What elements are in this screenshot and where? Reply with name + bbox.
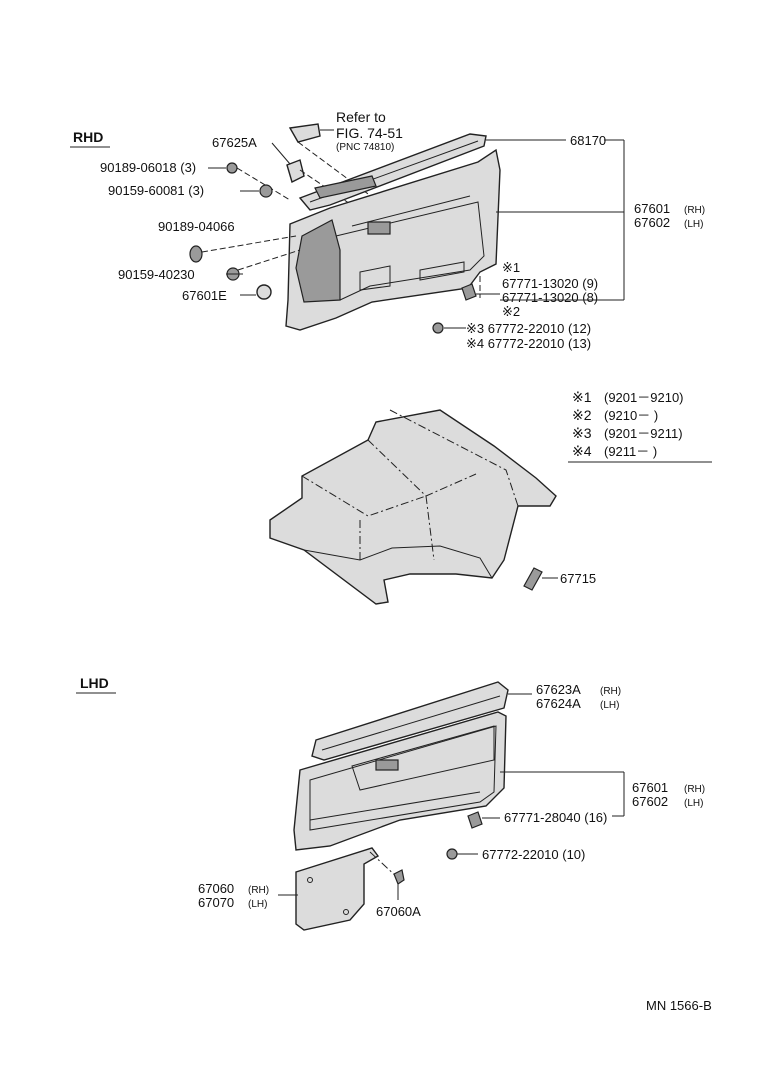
note-mark-2: ※2 — [502, 304, 520, 319]
label-68170: 68170 — [570, 133, 606, 148]
label-90189-06018: 90189-06018 (3) — [100, 160, 196, 175]
part-67772-22010-rhd — [432, 322, 444, 334]
label-67771-13020-8: 67771-13020 (8) — [502, 290, 598, 305]
label-67060A: 67060A — [376, 904, 421, 919]
label-67060-side: (RH) — [248, 885, 269, 896]
label-67715: 67715 — [560, 571, 596, 586]
legend-range-3: (9201－9211) — [604, 426, 683, 441]
label-67070: 67070 — [198, 895, 234, 910]
label-90159-60081: 90159-60081 (3) — [108, 183, 204, 198]
part-67715 — [523, 567, 543, 591]
label-67772-22010-12: ※3 67772-22010 (12) — [466, 321, 591, 336]
part-67623A-strip — [311, 681, 509, 761]
legend-range-1: (9201－9210) — [604, 390, 684, 405]
section-label-lhd: LHD — [80, 675, 109, 691]
label-67624A: 67624A — [536, 696, 581, 711]
part-67060-panel — [295, 847, 399, 931]
label-67601-rhd-side: (RH) — [684, 205, 705, 216]
legend-mark-2: ※2 — [572, 407, 592, 423]
part-door-trim-rhd — [285, 148, 501, 331]
label-67602-lhd-side: (LH) — [684, 798, 703, 809]
legend-mark-3: ※3 — [572, 425, 592, 441]
part-90189-06018 — [226, 162, 238, 174]
label-67060: 67060 — [198, 881, 234, 896]
label-90189-04066: 90189-04066 — [158, 219, 235, 234]
label-67602-rhd-side: (LH) — [684, 219, 703, 230]
part-67771-28040 — [467, 811, 483, 829]
part-67772-22010-lhd — [446, 848, 458, 860]
legend-notes: ※1 (9201－9210) ※2 (9210－ ) ※3 (9201－9211… — [568, 389, 712, 463]
legend-mark-4: ※4 — [572, 443, 592, 459]
label-67624A-side: (LH) — [600, 700, 619, 711]
part-90189-04066 — [189, 245, 203, 263]
part-switch-plate — [314, 175, 377, 199]
part-67601E — [256, 284, 272, 300]
label-67623A: 67623A — [536, 682, 581, 697]
part-67060A — [393, 869, 405, 885]
legend-mark-1: ※1 — [572, 389, 592, 405]
reference-note-line2: FIG. 74-51 — [336, 125, 403, 141]
label-67601-lhd-side: (RH) — [684, 784, 705, 795]
label-67772-22010-10: 67772-22010 (10) — [482, 847, 585, 862]
label-67772-22010-13: ※4 67772-22010 (13) — [466, 336, 591, 351]
label-67601-lhd: 67601 — [632, 780, 668, 795]
note-mark-1: ※1 — [502, 260, 520, 275]
label-67625A: 67625A — [212, 135, 257, 150]
reference-note-line3: (PNC 74810) — [336, 142, 394, 153]
part-67771-13020 — [461, 283, 477, 301]
label-67601E: 67601E — [182, 288, 227, 303]
label-67070-side: (LH) — [248, 899, 267, 910]
legend-range-4: (9211－ ) — [604, 444, 657, 459]
label-67601-rhd: 67601 — [634, 201, 670, 216]
legend-range-2: (9210－ ) — [604, 408, 658, 423]
part-quarter-trim-67715 — [269, 409, 557, 605]
section-label-rhd: RHD — [73, 129, 103, 145]
reference-note-line1: Refer to — [336, 109, 386, 125]
label-67602-lhd: 67602 — [632, 794, 668, 809]
label-67602-rhd: 67602 — [634, 215, 670, 230]
diagram-code: MN 1566-B — [646, 998, 712, 1013]
label-90159-40230: 90159-40230 — [118, 267, 195, 282]
part-door-trim-lhd — [293, 711, 507, 851]
label-67771-28040: 67771-28040 (16) — [504, 810, 607, 825]
part-67625A — [286, 123, 321, 184]
label-67623A-side: (RH) — [600, 686, 621, 697]
label-67771-13020-9: 67771-13020 (9) — [502, 276, 598, 291]
part-90159-60081 — [259, 184, 273, 198]
